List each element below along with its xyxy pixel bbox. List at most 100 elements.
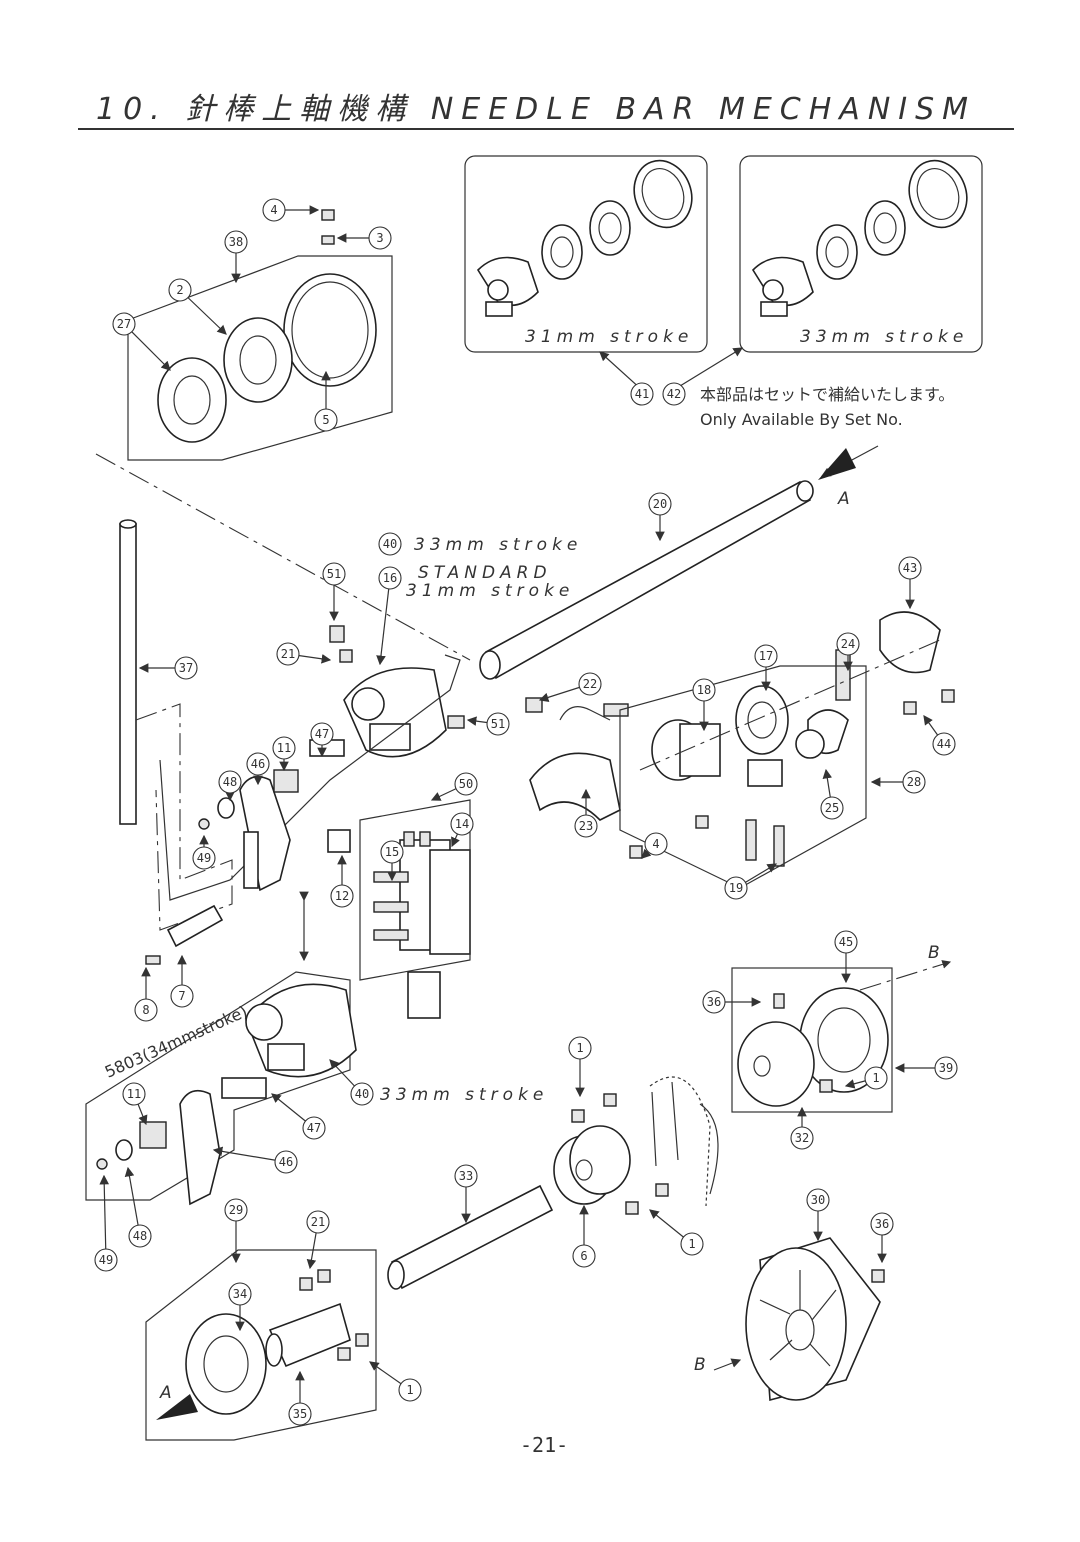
part-number-label: 46 xyxy=(279,1155,293,1169)
part-balloon-46 xyxy=(246,752,270,776)
part-number-label: 51 xyxy=(327,567,341,581)
part-balloon-40 xyxy=(378,532,402,556)
part-balloon-20 xyxy=(648,492,672,516)
part-number-label: 5 xyxy=(322,413,329,427)
part-balloon-24 xyxy=(836,632,860,656)
part-number-label: 35 xyxy=(293,1407,307,1421)
part-balloon-46 xyxy=(274,1150,298,1174)
part-balloon-1 xyxy=(568,1036,592,1060)
part-number-label: 28 xyxy=(907,775,921,789)
part-number-label: 43 xyxy=(903,561,917,575)
part-number-label: 29 xyxy=(229,1203,243,1217)
part-number-label: 33 xyxy=(459,1169,473,1183)
part-number-label: 1 xyxy=(872,1071,879,1085)
part-number-label: 49 xyxy=(197,851,211,865)
part-balloon-1 xyxy=(864,1066,888,1090)
part-balloon-42 xyxy=(662,382,686,406)
part-number-label: 4 xyxy=(270,203,277,217)
arrow-a-top: A xyxy=(837,489,855,509)
part-number-label: 20 xyxy=(653,497,667,511)
part-balloon-21 xyxy=(276,642,300,666)
part-balloon-39 xyxy=(934,1056,958,1080)
part-balloon-40 xyxy=(350,1082,374,1106)
inset-31mm-caption: 31mm stroke xyxy=(525,327,693,347)
part-number-label: 12 xyxy=(335,889,349,903)
part-number-label: 2 xyxy=(176,283,183,297)
arrow-a-bottom: A xyxy=(159,1383,177,1403)
part-balloon-48 xyxy=(218,770,242,794)
part-balloon-47 xyxy=(302,1116,326,1140)
part-number-label: 34 xyxy=(233,1287,247,1301)
part-balloon-44 xyxy=(932,732,956,756)
part-number-label: 50 xyxy=(459,777,473,791)
part-number-label: 18 xyxy=(697,683,711,697)
part-number-label: 51 xyxy=(491,717,505,731)
part-balloon-5 xyxy=(314,408,338,432)
part-number-label: 15 xyxy=(385,845,399,859)
part-balloon-21 xyxy=(306,1210,330,1234)
part-number-label: 19 xyxy=(729,881,743,895)
arrow-b-bottom: B xyxy=(694,1355,711,1375)
title-english: NEEDLE BAR MECHANISM xyxy=(430,92,977,127)
part-balloon-4 xyxy=(644,832,668,856)
part-balloon-22 xyxy=(578,672,602,696)
part-number-label: 48 xyxy=(223,775,237,789)
part-number-label: 44 xyxy=(937,737,951,751)
part-balloon-50 xyxy=(454,772,478,796)
part-balloon-45 xyxy=(834,930,858,954)
part-number-label: 22 xyxy=(583,677,597,691)
part-balloon-34 xyxy=(228,1282,252,1306)
part-number-label: 39 xyxy=(939,1061,953,1075)
part-balloon-27 xyxy=(112,312,136,336)
part-balloon-18 xyxy=(692,678,716,702)
part-balloon-49 xyxy=(94,1248,118,1272)
inset-33mm-caption: 33mm stroke xyxy=(800,327,968,347)
part-balloon-19 xyxy=(724,876,748,900)
crank-lower-5803 xyxy=(85,971,357,1206)
part-number-label: 49 xyxy=(99,1253,113,1267)
gear-6 xyxy=(553,1093,669,1215)
part-number-label: 46 xyxy=(251,757,265,771)
title-underline xyxy=(78,128,1014,130)
part-balloon-12 xyxy=(330,884,354,908)
part-balloon-1 xyxy=(680,1232,704,1256)
part-number-label: 8 xyxy=(142,1003,149,1017)
callout-31mm-stroke: 31mm stroke xyxy=(406,581,574,601)
pulley-39 xyxy=(731,967,893,1113)
part-balloon-3 xyxy=(368,226,392,250)
inset-33mm: 33mm stroke xyxy=(739,155,983,353)
part-number-label: 23 xyxy=(579,819,593,833)
part-number-label: 7 xyxy=(178,989,185,1003)
part-balloon-1 xyxy=(398,1378,422,1402)
part-number-label: 47 xyxy=(307,1121,321,1135)
part-number-label: 21 xyxy=(311,1215,325,1229)
part-number-label: 41 xyxy=(635,387,649,401)
part-number-label: 1 xyxy=(576,1041,583,1055)
part-balloon-47 xyxy=(310,722,334,746)
part-balloon-2 xyxy=(168,278,192,302)
part-balloon-49 xyxy=(192,846,216,870)
part-balloon-7 xyxy=(170,984,194,1008)
title-japanese: 針棒上軸機構 xyxy=(185,92,414,127)
part-number-label: 1 xyxy=(688,1237,695,1251)
part-balloon-51 xyxy=(322,562,346,586)
part-balloon-51 xyxy=(486,712,510,736)
part-balloon-32 xyxy=(790,1126,814,1150)
part-number-label: 42 xyxy=(667,387,681,401)
part-number-label: 40 xyxy=(355,1087,369,1101)
leader-line xyxy=(99,1174,109,1261)
part-number-label: 30 xyxy=(811,1193,825,1207)
part-balloon-11 xyxy=(272,736,296,760)
part-balloon-33 xyxy=(454,1164,478,1188)
leader-line xyxy=(376,577,391,666)
part-balloon-35 xyxy=(288,1402,312,1426)
callout-standard: STANDARD xyxy=(418,563,552,583)
part-number-label: 6 xyxy=(580,1249,587,1263)
part-balloon-37 xyxy=(174,656,198,680)
part-number-label: 1 xyxy=(406,1383,413,1397)
part-number-label: 45 xyxy=(839,935,853,949)
shaft-33 xyxy=(387,1184,554,1290)
callout-33mm-stroke-lower: 33mm stroke xyxy=(380,1085,548,1105)
